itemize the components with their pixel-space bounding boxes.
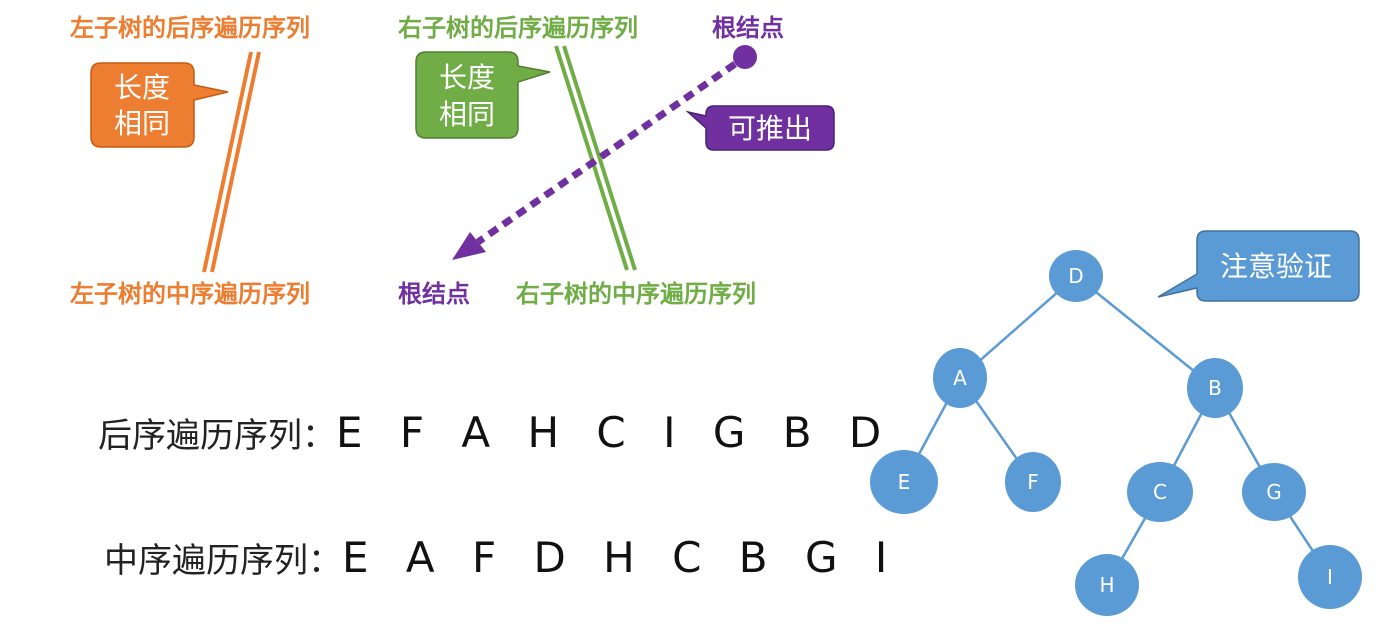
tree-node-B: B: [1187, 358, 1243, 418]
tree-node-E: E: [870, 450, 938, 514]
orange-length-connector: [202, 51, 261, 273]
purple-derive-arrow: [452, 45, 757, 260]
svg-text:F: F: [1027, 470, 1039, 494]
green-callout-line2: 相同: [439, 98, 495, 131]
purple-callout: 可推出: [685, 105, 835, 151]
orange-callout-line2: 相同: [114, 107, 170, 140]
green-length-connector: [554, 45, 637, 271]
svg-text:G: G: [1266, 480, 1282, 504]
tree-node-C: C: [1127, 462, 1193, 522]
orange-callout: 长度 相同: [90, 62, 229, 148]
svg-text:E: E: [898, 470, 911, 494]
postorder-label: 后序遍历序列：: [98, 416, 336, 456]
right-subtree-postorder-label: 右子树的后序遍历序列: [398, 14, 638, 42]
green-callout-line1: 长度: [439, 61, 495, 94]
left-subtree-postorder-label: 左子树的后序遍历序列: [70, 14, 310, 42]
root-dot: [733, 45, 757, 69]
green-callout: 长度 相同: [415, 51, 551, 139]
svg-text:I: I: [1327, 565, 1333, 589]
postorder-row: 后序遍历序列：E F A H C I G B D: [98, 408, 893, 457]
tree-node-I: I: [1298, 545, 1362, 609]
root-node-label-bottom: 根结点: [398, 280, 470, 308]
svg-text:H: H: [1099, 573, 1114, 597]
orange-callout-line1: 长度: [114, 71, 170, 104]
svg-text:D: D: [1068, 264, 1083, 288]
tree-node-H: H: [1075, 554, 1139, 616]
inorder-row: 中序遍历序列：E A F D H C B G I: [104, 533, 899, 582]
inorder-value: E A F D H C B G I: [342, 533, 900, 582]
root-node-label-top: 根结点: [712, 14, 784, 42]
inorder-label: 中序遍历序列：: [104, 541, 342, 581]
blue-callout-text: 注意验证: [1220, 250, 1332, 283]
tree-node-G: G: [1242, 463, 1306, 521]
tree-node-D: D: [1049, 250, 1103, 302]
left-subtree-inorder-label: 左子树的中序遍历序列: [70, 280, 310, 308]
tree-node-F: F: [1005, 452, 1061, 512]
svg-text:C: C: [1153, 480, 1167, 504]
right-subtree-inorder-label: 右子树的中序遍历序列: [516, 280, 756, 308]
tree-node-A: A: [933, 348, 987, 408]
svg-text:A: A: [953, 366, 967, 390]
purple-callout-text: 可推出: [728, 112, 812, 145]
tree-edges: [902, 275, 1332, 586]
svg-text:B: B: [1208, 376, 1222, 400]
postorder-value: E F A H C I G B D: [336, 408, 894, 457]
blue-callout: 注意验证: [1157, 230, 1360, 302]
arrowhead-icon: [452, 232, 486, 260]
